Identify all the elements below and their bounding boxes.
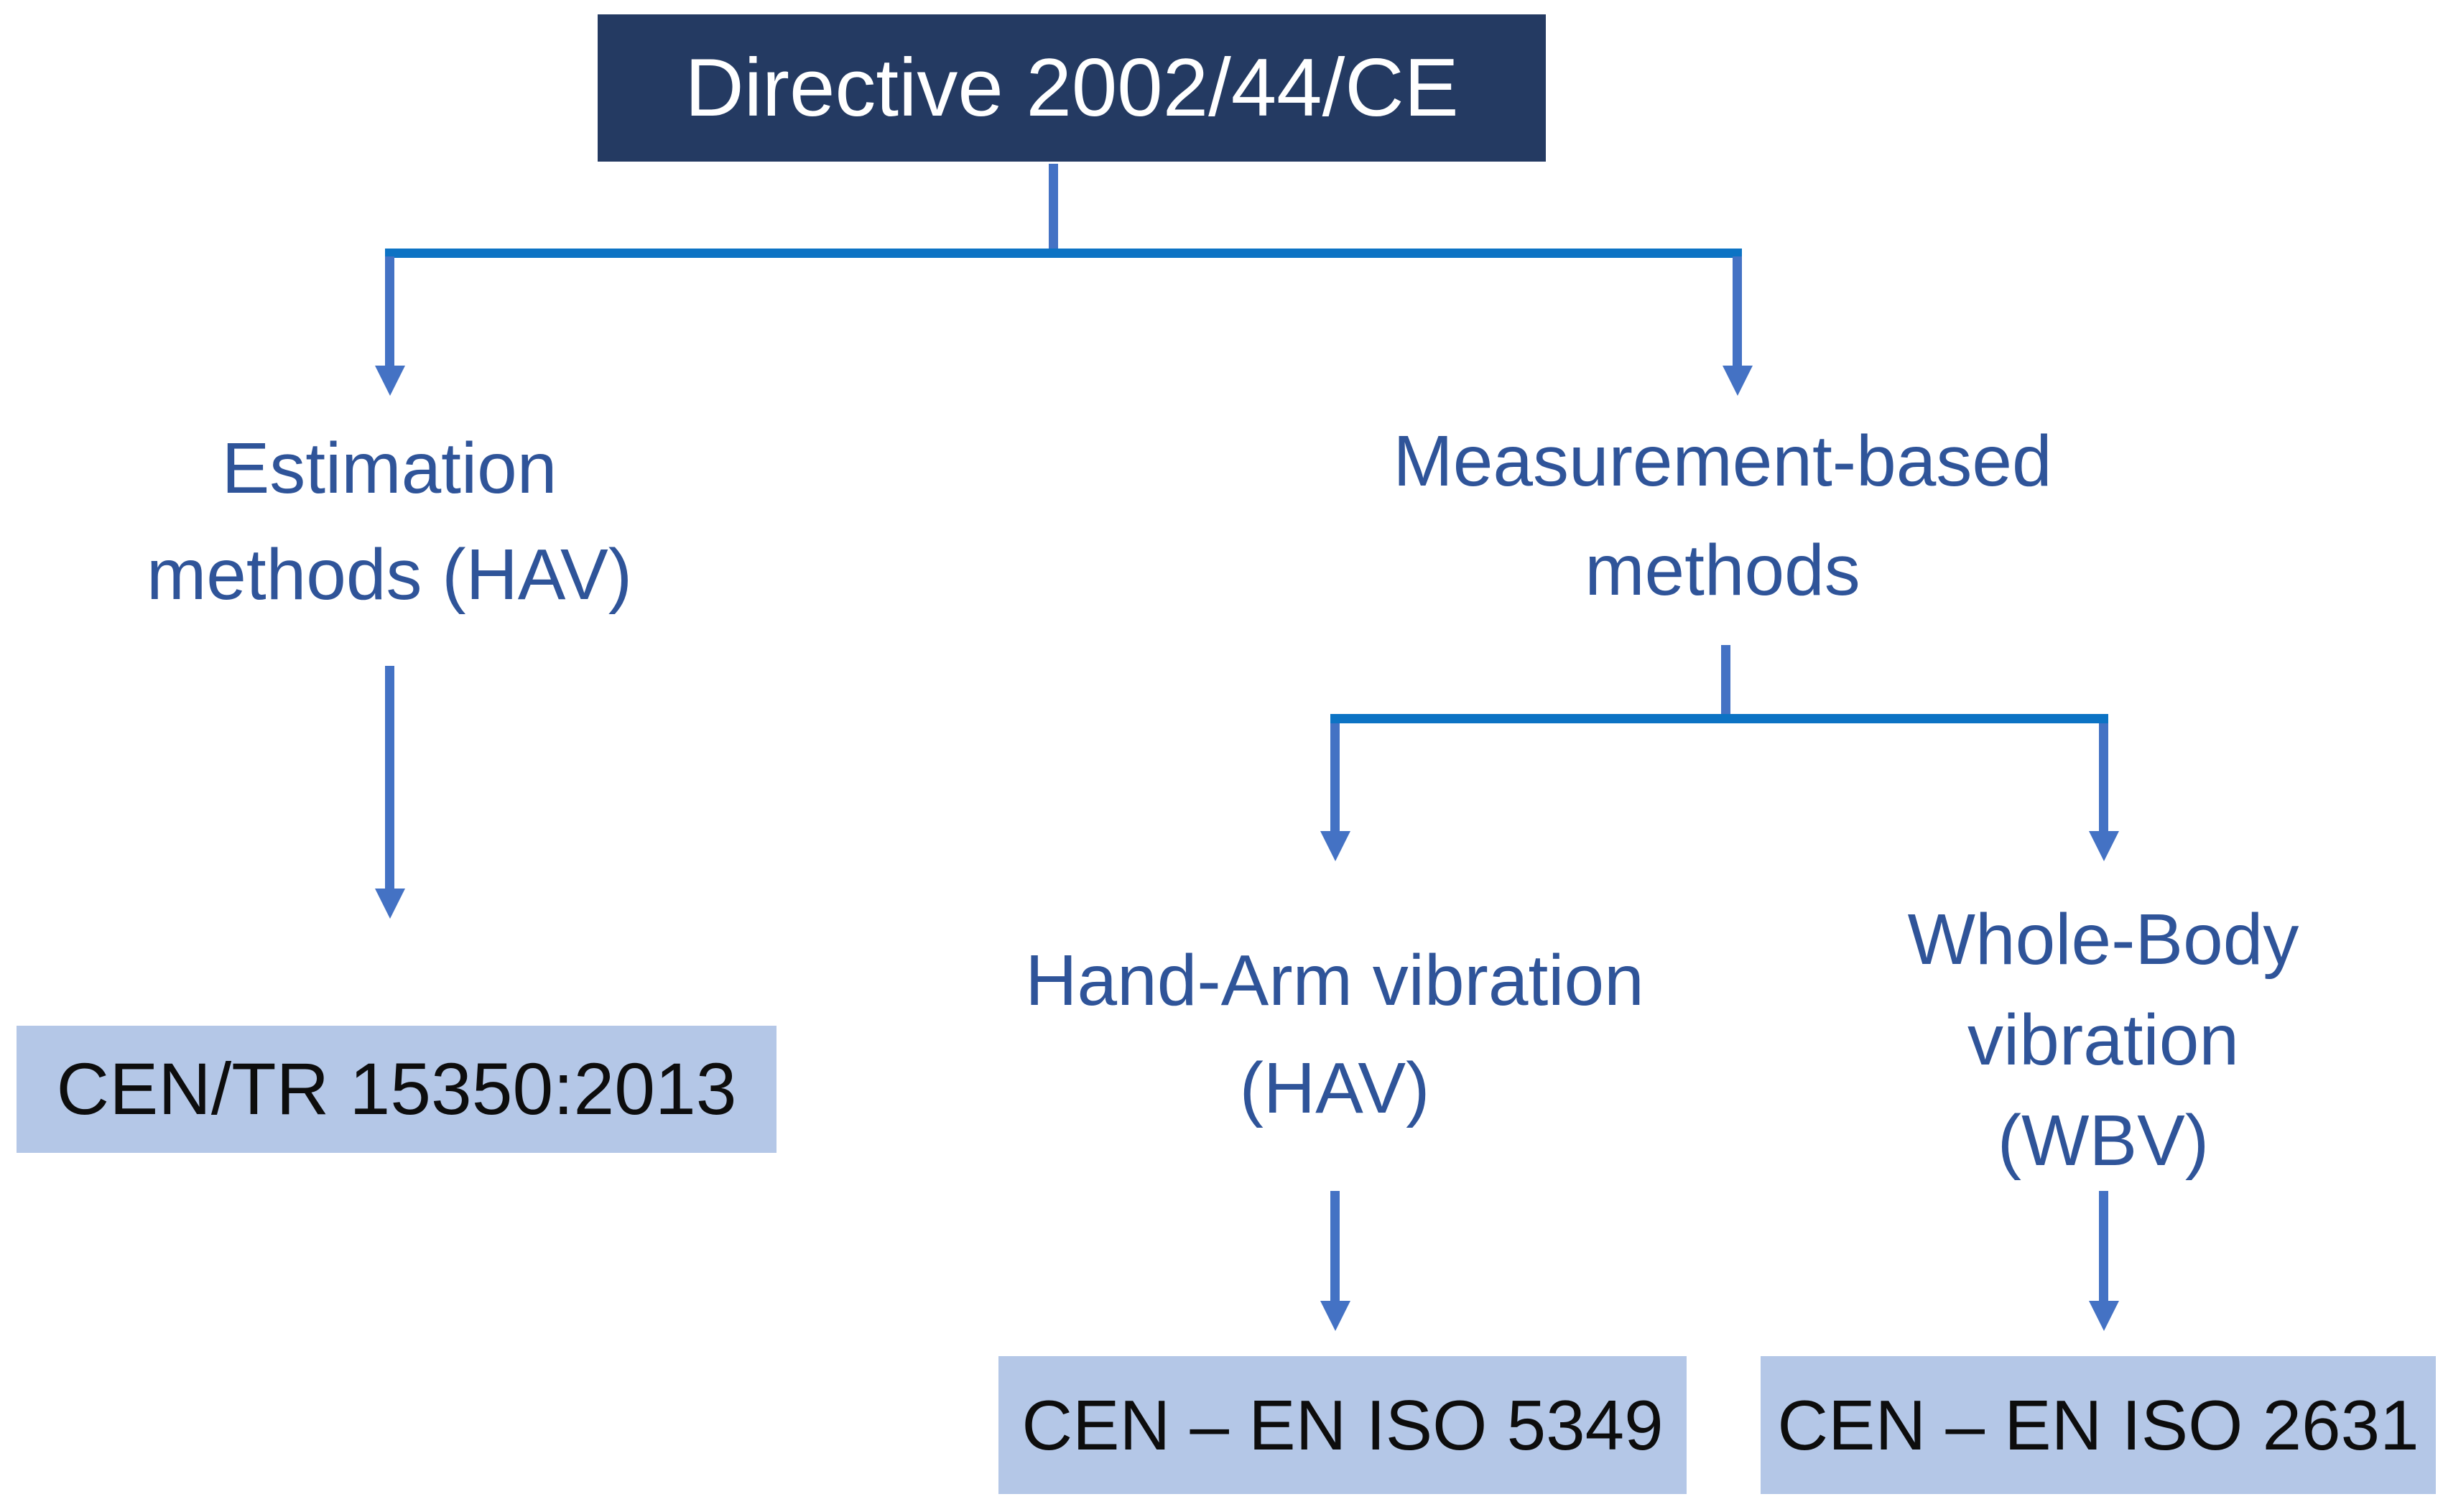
estimation-methods-label: Estimation methods (HAV) [146,428,633,615]
hand-arm-vibration-label: Hand-Arm vibration (HAV) [1025,940,1644,1128]
arrow-to-estimation-shaft [385,256,394,366]
arrow-to-iso-5349-head-icon [1320,1301,1350,1331]
arrow-to-whole-body-head-icon [2089,831,2119,861]
arrow-to-iso-2631-head-icon [2089,1301,2119,1331]
whole-body-vibration-label: Whole-Body vibration (WBV) [1907,899,2299,1181]
arrow-to-cen-tr-head-icon [375,889,405,919]
arrow-to-iso-5349-shaft [1330,1191,1340,1301]
measurement-connector-stem [1721,645,1730,714]
arrow-to-hand-arm-head-icon [1320,831,1350,861]
arrow-to-iso-2631-shaft [2099,1191,2108,1301]
leaf-node-en-iso-5349-label: CEN – EN ISO 5349 [1021,1385,1664,1465]
level1-connector-bar [385,249,1742,258]
root-node-directive: Directive 2002/44/CE [598,14,1546,162]
leaf-node-cen-tr-15350: CEN/TR 15350:2013 [17,1026,777,1153]
arrow-to-whole-body-shaft [2099,723,2108,831]
arrow-to-estimation-head-icon [375,366,405,396]
leaf-node-en-iso-5349: CEN – EN ISO 5349 [998,1356,1687,1494]
arrow-to-cen-tr-shaft [385,666,394,889]
root-connector-stem [1049,164,1058,249]
arrow-to-measurement-shaft [1733,256,1742,366]
arrow-to-measurement-head-icon [1723,366,1753,396]
leaf-node-en-iso-2631-label: CEN – EN ISO 2631 [1777,1385,2419,1465]
leaf-node-cen-tr-label: CEN/TR 15350:2013 [56,1048,737,1130]
arrow-to-hand-arm-shaft [1330,723,1340,831]
measurement-methods-label: Measurement-based methods [1393,421,2052,611]
leaf-node-en-iso-2631: CEN – EN ISO 2631 [1761,1356,2436,1494]
level2-connector-bar [1330,714,2108,723]
root-node-label: Directive 2002/44/CE [685,42,1459,134]
